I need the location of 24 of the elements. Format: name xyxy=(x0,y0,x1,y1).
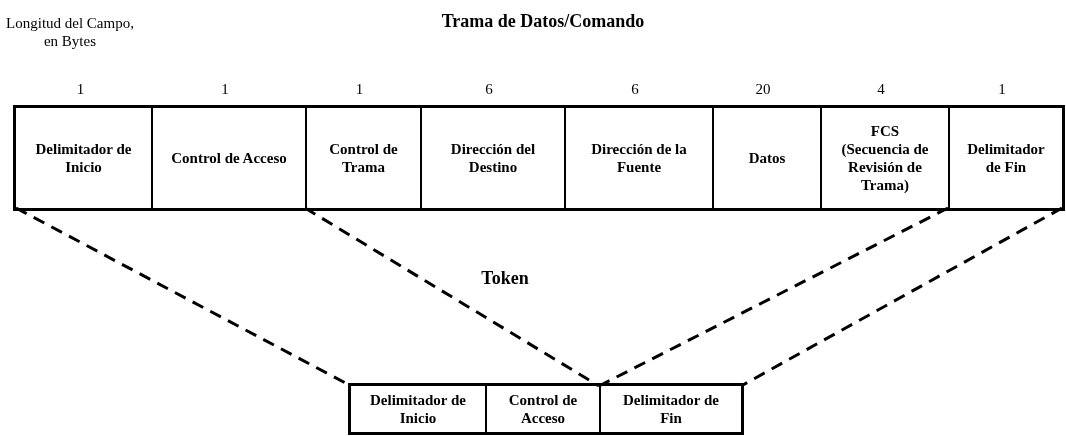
field-name: Datos xyxy=(748,149,786,167)
field-name: Delimitador de Fin xyxy=(966,140,1046,176)
field-name: Delimitador de Fin xyxy=(622,391,720,427)
axis-note: Longitud del Campo, en Bytes xyxy=(6,14,134,50)
field-name: Control de Acceso xyxy=(171,149,287,167)
byte-count: 1 xyxy=(354,81,365,98)
byte-count: 1 xyxy=(220,81,230,98)
byte-count: 6 xyxy=(630,81,640,98)
field-name: Dirección de la Fuente xyxy=(590,140,688,176)
field-name: Dirección del Destino xyxy=(449,140,537,176)
field-name: Control de Trama xyxy=(328,140,399,176)
frame-box xyxy=(348,383,744,435)
section-heading: Token xyxy=(480,268,530,290)
field-name: FCS xyxy=(870,122,900,140)
field-name: Control de Acceso xyxy=(507,391,579,427)
byte-count: 4 xyxy=(876,81,886,98)
frame-heading: Trama de Datos/Comando xyxy=(441,11,645,32)
field-name: Delimitador de Inicio xyxy=(34,140,133,176)
byte-count: 1 xyxy=(75,81,86,98)
byte-count: 1 xyxy=(997,81,1007,98)
field-name: (Secuencia de Revisión de Trama) xyxy=(840,140,930,194)
byte-count: 6 xyxy=(484,81,494,98)
field-name: Delimitador de Inicio xyxy=(369,391,467,427)
byte-count: 20 xyxy=(754,81,772,98)
